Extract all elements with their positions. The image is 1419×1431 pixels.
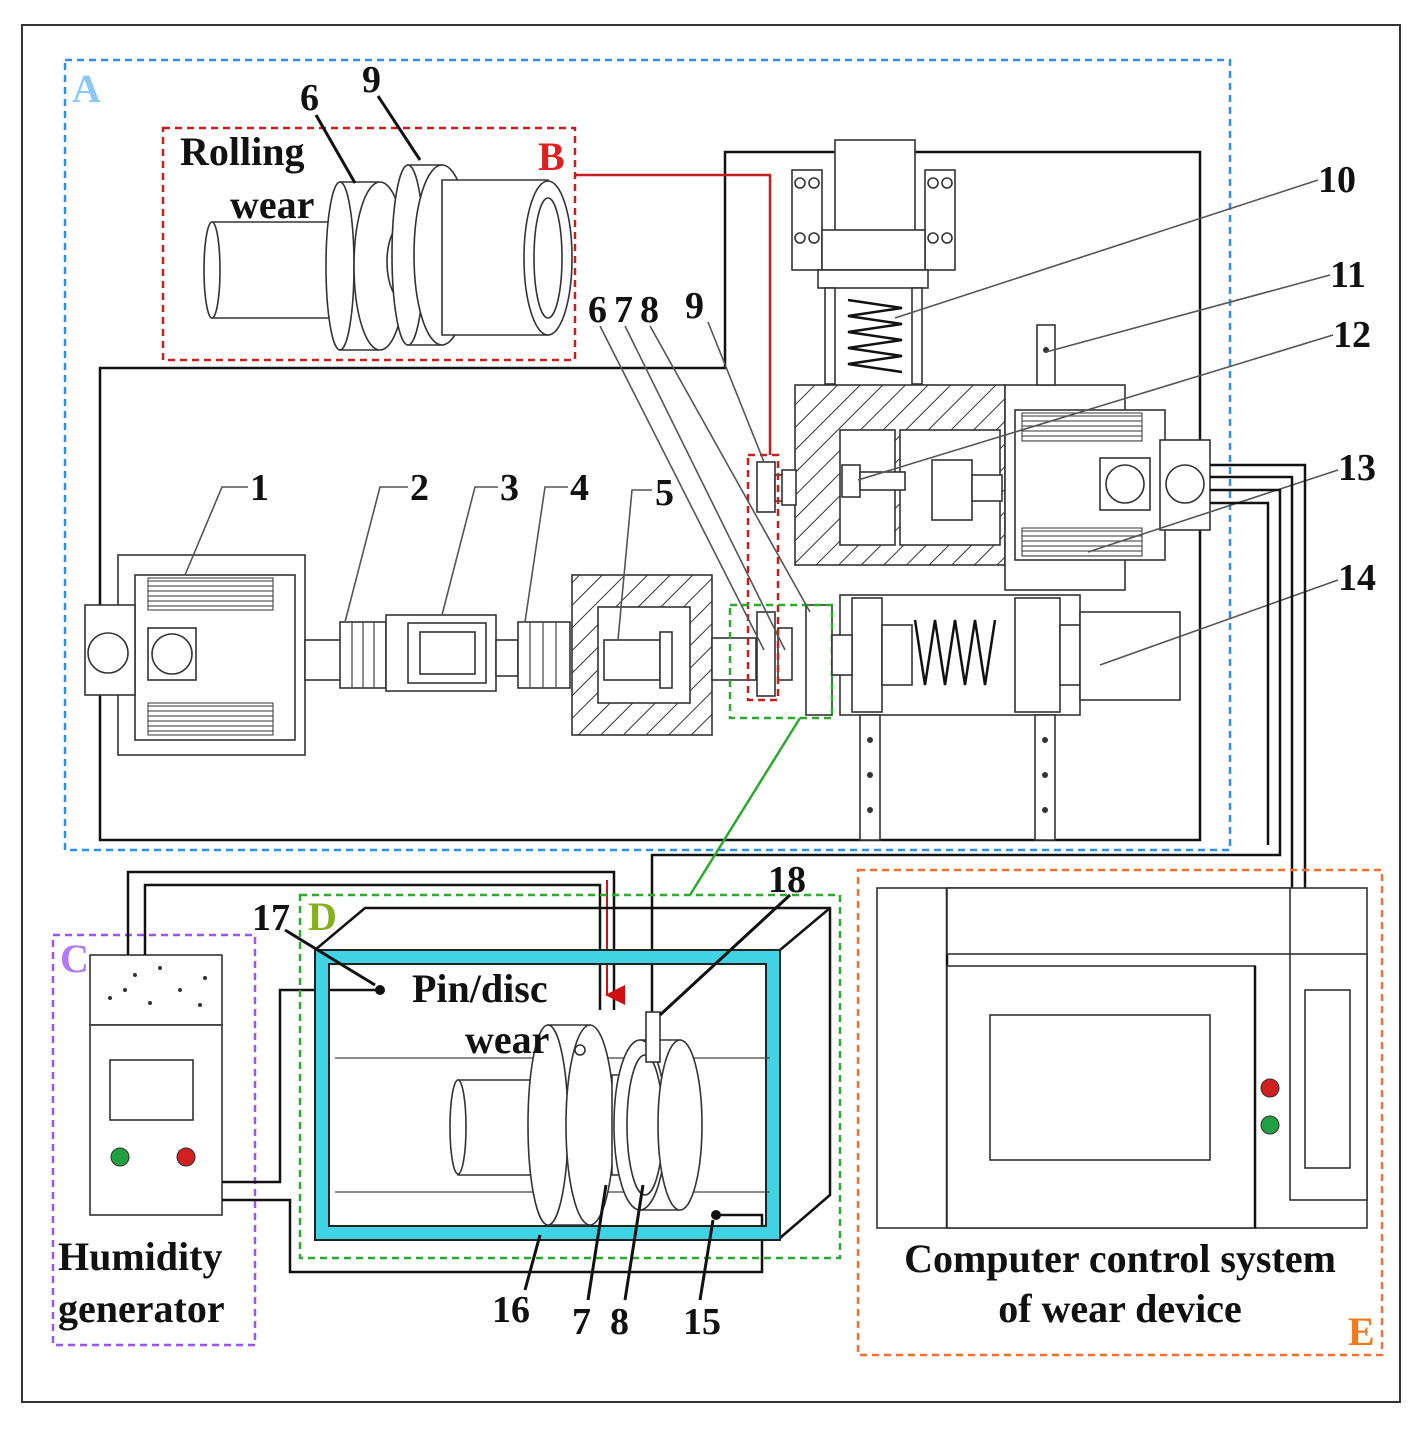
computer-label-line1: Computer control system (904, 1236, 1336, 1281)
leader-inset-9 (376, 95, 422, 161)
rolling-specimens (756, 461, 833, 716)
computer-label-line2: of wear device (998, 1286, 1242, 1331)
drive-motor (84, 554, 342, 756)
region-b-border (161, 126, 577, 362)
humidity-sensor (711, 1210, 721, 1220)
callout-18: 18 (768, 859, 806, 901)
callout-5: 5 (655, 472, 674, 514)
rolling-wear-label-line2: wear (230, 182, 314, 227)
humidity-pipes (126, 870, 764, 1274)
region-c-label: C (60, 936, 89, 981)
callout-bottom-7: 7 (572, 1301, 591, 1343)
leader-3 (441, 486, 498, 616)
callout-13: 13 (1338, 447, 1376, 489)
leader-16 (523, 1234, 542, 1291)
leader-2 (344, 486, 408, 623)
loading-motor (1004, 384, 1211, 591)
figure-border (21, 24, 1401, 1403)
leader-10 (894, 179, 1319, 319)
callout-bottom-8: 8 (610, 1301, 629, 1343)
leader-inset-6 (314, 114, 357, 184)
callout-top-7: 7 (614, 289, 633, 331)
region-c-border (51, 933, 257, 1347)
region-b-link (575, 173, 772, 455)
coupling-2 (339, 621, 387, 689)
callout-14: 14 (1338, 557, 1376, 599)
red-indicator (176, 1147, 196, 1167)
leader-15 (698, 1219, 715, 1301)
callout-2: 2 (410, 467, 429, 509)
region-a-label: A (72, 66, 101, 111)
callout-top-6: 6 (588, 289, 607, 331)
humidity-generator (89, 954, 223, 1216)
callout-inset-6: 6 (300, 77, 319, 119)
leader-12 (857, 334, 1334, 481)
leader-4 (524, 486, 568, 623)
callout-16: 16 (492, 1289, 530, 1331)
region-d-label: D (308, 894, 337, 939)
leader-11 (1045, 274, 1331, 353)
green-button (1260, 1115, 1280, 1135)
humidity-display (109, 1059, 194, 1121)
region-a-border (63, 58, 1232, 852)
green-indicator (110, 1147, 130, 1167)
pin-specimen (645, 1011, 661, 1063)
torque-sensor (385, 614, 519, 692)
callout-inset-9: 9 (362, 59, 381, 101)
region-d-link (688, 717, 802, 896)
bearing-housing (571, 574, 757, 736)
callout-3: 3 (500, 467, 519, 509)
machine-frame (98, 150, 1202, 842)
coupling-4 (517, 621, 571, 689)
control-computer (876, 887, 1368, 1229)
computer-screen (989, 1014, 1211, 1161)
guide-rails-lower (859, 714, 1056, 841)
leader-bottom-7 (586, 1184, 608, 1301)
return-spring (913, 619, 997, 686)
leader-18 (658, 893, 792, 1017)
callout-10: 10 (1318, 159, 1356, 201)
friction-head-housing (781, 384, 1006, 566)
callout-12: 12 (1333, 314, 1371, 356)
loading-spring (847, 298, 903, 374)
leader-14 (1099, 579, 1339, 666)
leader-6 (599, 325, 765, 651)
callout-1: 1 (250, 467, 269, 509)
leader-9 (707, 321, 765, 463)
humidity-generator-label-line2: generator (58, 1286, 225, 1331)
leader-1 (184, 486, 248, 576)
humidity-inlet (375, 985, 385, 995)
callout-15: 15 (683, 1301, 721, 1343)
leader-13 (1087, 469, 1339, 553)
humidity-chamber (314, 906, 832, 1241)
humidity-generator-label-line1: Humidity (58, 1234, 222, 1279)
leader-7 (624, 325, 786, 651)
rolling-wear-inset (203, 164, 573, 351)
callout-11: 11 (1330, 254, 1366, 296)
guide-rail-upper (1036, 324, 1056, 386)
leader-8 (649, 325, 811, 613)
leader-bottom-8 (623, 1184, 645, 1301)
vertical-loading-frame (791, 139, 956, 385)
region-b-label: B (538, 134, 565, 179)
leader-5 (617, 489, 652, 641)
region-e-label: E (1348, 1309, 1375, 1354)
callout-17: 17 (252, 897, 290, 939)
rolling-wear-label-line1: Rolling (180, 129, 304, 174)
pin-disc-wear-label-line2: wear (465, 1017, 549, 1062)
region-d-border (298, 893, 842, 1260)
callout-top-8: 8 (640, 289, 659, 331)
pin-disc-wear-label-line1: Pin/disc (412, 966, 548, 1011)
red-button (1260, 1078, 1280, 1098)
callout-top-9: 9 (685, 285, 704, 327)
callout-4: 4 (570, 467, 589, 509)
leader-17 (284, 928, 376, 987)
pin-disc-specimens (335, 985, 770, 1226)
region-b-marker (746, 453, 780, 702)
